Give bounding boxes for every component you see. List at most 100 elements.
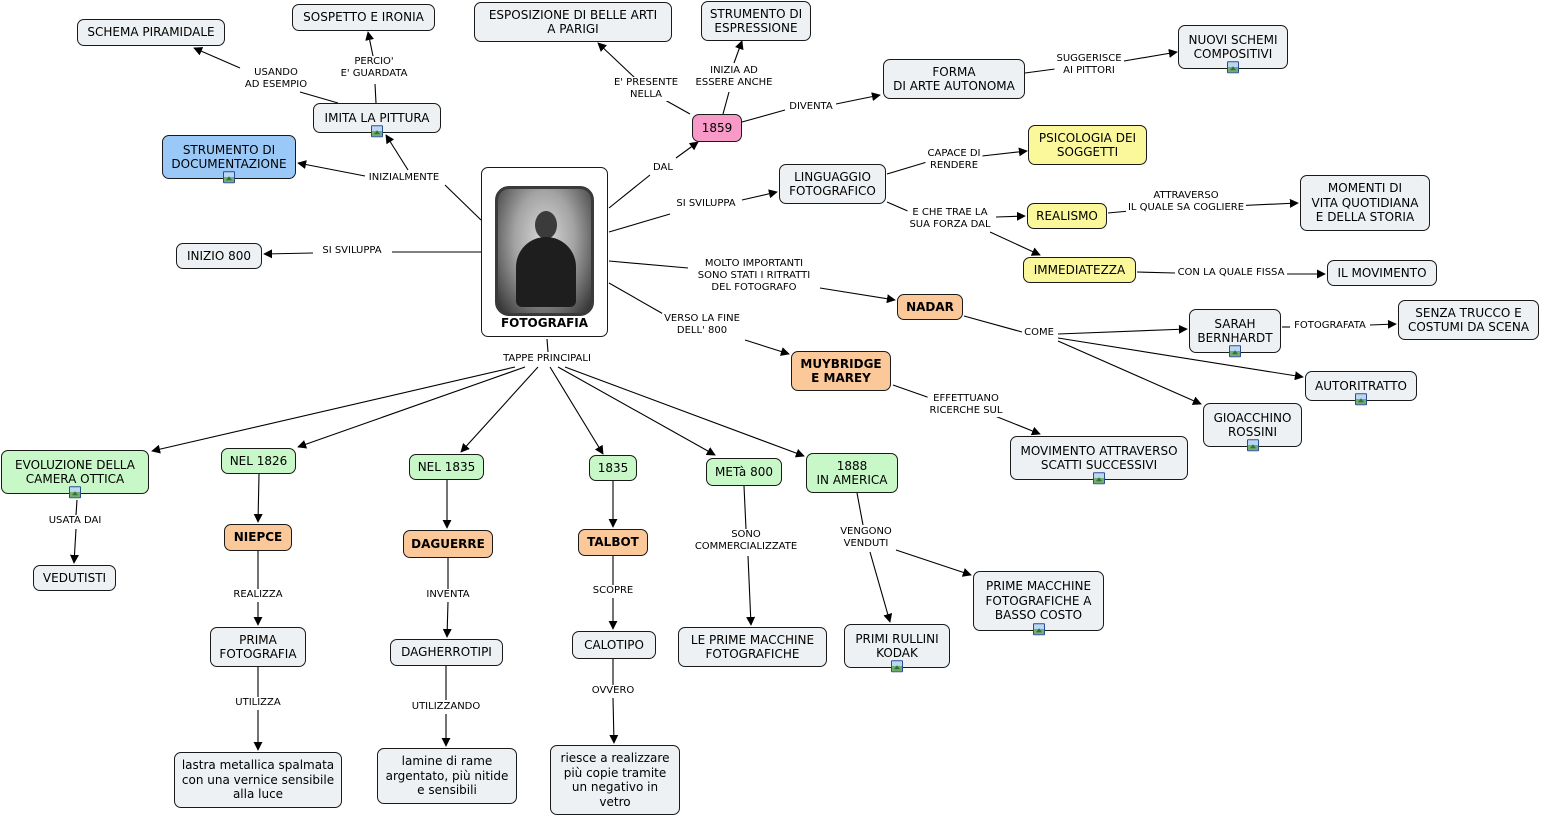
link-label-inizialmente: INIZIALMENTE [366, 172, 442, 184]
image-attachment-icon[interactable] [1227, 61, 1239, 74]
node-1888-america[interactable]: 1888 IN AMERICA [806, 453, 898, 493]
node-prime-macchine[interactable]: LE PRIME MACCHINE FOTOGRAFICHE [678, 627, 827, 667]
link-immediatezza-fissa [1136, 271, 1176, 274]
node-autoritratto[interactable]: AUTORITRATTO [1305, 371, 1417, 406]
node-strumento-documentazione[interactable]: STRUMENTO DI DOCUMENTAZIONE [162, 135, 296, 184]
link-tappe-meta800 [557, 366, 716, 456]
node-senza-trucco[interactable]: SENZA TRUCCO E COSTUMI DA SCENA [1398, 300, 1539, 340]
center-node-fotografia[interactable]: FOTOGRAFIA [481, 167, 608, 337]
node-daguerre[interactable]: DAGUERRE [403, 530, 493, 558]
node-il-movimento[interactable]: IL MOVIMENTO [1327, 260, 1437, 286]
node-nel-1835[interactable]: NEL 1835 [409, 454, 484, 480]
link-label-come: COME [1022, 327, 1056, 339]
link-label-diventa: DIVENTA [787, 101, 835, 113]
node-lamine[interactable]: lamine di rame argentato, più nitide e s… [377, 748, 517, 804]
node-1859[interactable]: 1859 [692, 114, 742, 142]
node-imita-pittura[interactable]: IMITA LA PITTURA [313, 103, 441, 138]
link-tappe-1826 [297, 366, 526, 449]
link-label-fissa: CON LA QUALE FISSA [1175, 267, 1287, 279]
link-inventa-dagherrotipi [442, 601, 452, 638]
link-label-usando: USANDO AD ESEMPIO [242, 67, 310, 91]
node-realismo[interactable]: REALISMO [1027, 203, 1107, 229]
node-meta-800[interactable]: METà 800 [706, 458, 782, 486]
node-sospetto-ironia[interactable]: SOSPETTO E IRONIA [292, 4, 435, 31]
node-vedutisti[interactable]: VEDUTISTI [33, 565, 116, 591]
link-dal-1859 [675, 141, 699, 159]
link-label-vengono: VENGONO VENDUTI [838, 526, 894, 550]
link-label-inizia: INIZIA AD ESSERE ANCHE [693, 65, 775, 89]
link-label-usata: USATA DAI [46, 515, 104, 527]
link-label-ovvero: OVVERO [589, 685, 637, 697]
link-vengono-basso [895, 549, 972, 577]
node-prime-macchine-basso-costo[interactable]: PRIME MACCHINE FOTOGRAFICHE A BASSO COST… [973, 571, 1104, 636]
node-movimento-scatti[interactable]: MOVIMENTO ATTRAVERSO SCATTI SUCCESSIVI [1010, 436, 1188, 485]
node-evoluzione[interactable]: EVOLUZIONE DELLA CAMERA OTTICA [1, 450, 149, 499]
link-1859-presente [664, 99, 691, 115]
link-linguaggio-trae [886, 201, 911, 213]
image-attachment-icon[interactable] [1229, 345, 1241, 358]
node-nadar[interactable]: NADAR [897, 294, 963, 320]
link-1888-vengono [856, 492, 864, 526]
node-esposizione[interactable]: ESPOSIZIONE DI BELLE ARTI A PARIGI [474, 2, 672, 42]
link-sviluppa-inizio800 [263, 249, 314, 259]
node-sarah[interactable]: SARAH BERNHARDT [1189, 309, 1281, 358]
link-linguaggio-capace [886, 161, 928, 175]
node-calotipo[interactable]: CALOTIPO [572, 631, 656, 659]
link-center-inizialmente [444, 184, 482, 221]
node-psicologia[interactable]: PSICOLOGIA DEI SOGGETTI [1028, 125, 1147, 165]
image-attachment-icon[interactable] [69, 486, 81, 499]
link-label-scopre: SCOPRE [590, 585, 636, 597]
image-attachment-icon[interactable] [1093, 472, 1105, 485]
link-label-si-sviluppa-r: SI SVILUPPA [674, 198, 738, 210]
node-momenti[interactable]: MOMENTI DI VITA QUOTIDIANA E DELLA STORI… [1300, 175, 1430, 231]
link-come-gioacchino [1057, 340, 1202, 405]
link-come-autoritratto [1057, 337, 1304, 381]
link-sono-prime [746, 555, 756, 626]
link-label-attraverso: ATTRAVERSO IL QUALE SA COGLIERE [1125, 190, 1247, 214]
link-forma-suggerisce [1024, 68, 1056, 74]
node-muybridge[interactable]: MUYBRIDGE E MAREY [791, 351, 891, 391]
link-label-inventa: INVENTA [424, 589, 472, 601]
image-attachment-icon[interactable] [371, 125, 383, 138]
link-ovvero-copie [609, 697, 619, 744]
image-attachment-icon[interactable] [223, 171, 235, 184]
node-nel-1826[interactable]: NEL 1826 [221, 448, 296, 474]
image-attachment-icon[interactable] [1355, 393, 1367, 406]
node-forma-arte[interactable]: FORMA DI ARTE AUTONOMA [883, 59, 1025, 99]
node-immediatezza[interactable]: IMMEDIATEZZA [1023, 257, 1136, 283]
node-talbot[interactable]: TALBOT [578, 529, 648, 556]
link-muybridge-effettuano [892, 384, 931, 399]
node-dagherrotipi[interactable]: DAGHERROTIPI [390, 639, 503, 666]
link-tappe-1835 [549, 366, 604, 455]
link-inizia-strumento [733, 40, 744, 64]
link-diventa-forma [835, 92, 881, 105]
node-prima-fotografia[interactable]: PRIMA FOTOGRAFIA [210, 627, 306, 667]
node-schema-piramidale[interactable]: SCHEMA PIRAMIDALE [77, 19, 225, 46]
node-inizio-800[interactable]: INIZIO 800 [176, 243, 262, 269]
link-label-utilizza: UTILIZZA [233, 697, 283, 709]
node-copie[interactable]: riesce a realizzare più copie tramite un… [550, 745, 680, 815]
link-1859-inizia [722, 91, 730, 115]
link-label-capace: CAPACE DI RENDERE [925, 148, 983, 172]
node-rullini-kodak[interactable]: PRIMI RULLINI KODAK [844, 624, 950, 673]
link-label-verso: VERSO LA FINE DELL' 800 [662, 313, 742, 337]
link-1859-diventa [741, 109, 786, 123]
link-usata-vedutisti [69, 528, 79, 564]
link-tappe-1888 [564, 366, 805, 458]
node-lastra[interactable]: lastra metallica spalmata con una vernic… [174, 752, 342, 808]
node-1835[interactable]: 1835 [589, 455, 637, 481]
node-nuovi-schemi[interactable]: NUOVI SCHEMI COMPOSITIVI [1178, 25, 1288, 74]
link-sviluppa-linguaggio [741, 189, 778, 201]
image-attachment-icon[interactable] [891, 660, 903, 673]
image-attachment-icon[interactable] [1246, 439, 1259, 452]
image-attachment-icon[interactable] [1032, 623, 1045, 636]
link-label-fotografata: FOTOGRAFATA [1292, 320, 1368, 332]
node-strumento-espressione[interactable]: STRUMENTO DI ESPRESSIONE [701, 1, 811, 41]
link-effettuano-movimento [989, 413, 1041, 436]
node-niepce[interactable]: NIEPCE [224, 524, 292, 551]
node-gioacchino[interactable]: GIOACCHINO ROSSINI [1203, 403, 1302, 452]
link-label-ritratti: MOLTO IMPORTANTI SONO STATI I RITRATTI D… [695, 258, 813, 294]
node-linguaggio[interactable]: LINGUAGGIO FOTOGRAFICO [779, 164, 886, 204]
